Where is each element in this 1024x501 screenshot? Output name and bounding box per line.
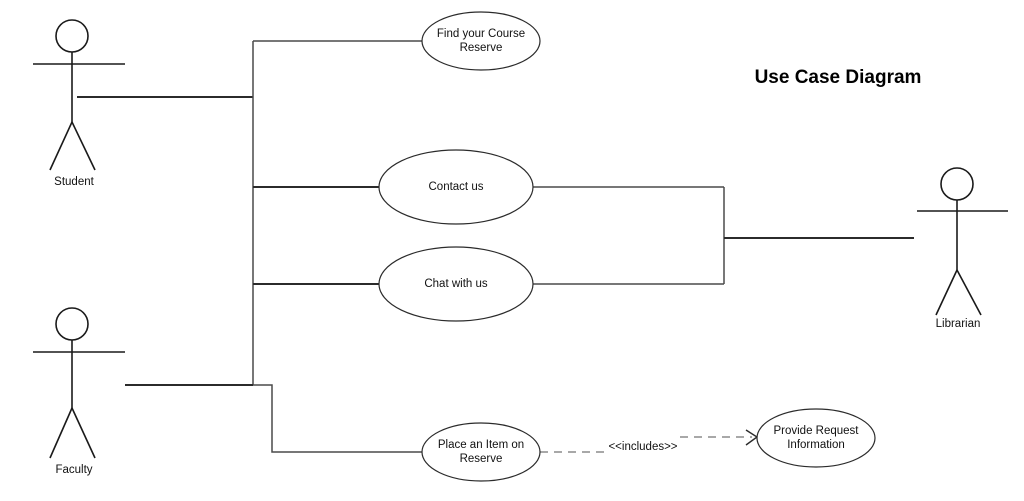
actor-leg-left-librarian (935, 269, 958, 316)
actor-label-faculty: Faculty (55, 464, 92, 476)
actor-head-icon-faculty (55, 307, 89, 341)
use-case-ellipse-place-item-on-reserve (421, 422, 541, 482)
use-case-label-provide-request-information: Information (787, 439, 845, 451)
actor-leg-right-librarian (956, 269, 982, 316)
use-case-ellipse-find-course-reserve (421, 11, 541, 71)
use-case-place-item-on-reserve[interactable]: Place an Item on Reserve (421, 422, 541, 482)
use-case-label-provide-request-information: Provide Request (773, 425, 859, 437)
diagram-title: Use Case Diagram (755, 67, 922, 88)
actor-head-icon-student (55, 19, 89, 53)
use-case-contact-us[interactable]: Contact us (378, 149, 534, 225)
actor-label-librarian: Librarian (936, 318, 981, 330)
use-case-label-place-item-on-reserve: Reserve (460, 453, 503, 465)
actor-librarian[interactable]: Librarian (917, 167, 1008, 330)
actor-label-student: Student (54, 176, 94, 188)
use-case-label-contact-us: Contact us (429, 181, 484, 193)
include-stereotype-label: <<includes>> (608, 441, 677, 453)
use-case-chat-with-us[interactable]: Chat with us (378, 246, 534, 322)
actor-leg-right-student (71, 121, 96, 171)
association-faculty-branch-to-place-item (253, 384, 423, 453)
actor-student[interactable]: Student (33, 19, 125, 188)
actor-leg-left-student (49, 121, 73, 171)
actor-faculty[interactable]: Faculty (33, 307, 125, 476)
use-case-ellipse-chat-with-us (378, 246, 534, 322)
use-case-label-find-course-reserve: Reserve (460, 42, 503, 54)
actor-leg-right-faculty (71, 407, 96, 459)
use-case-label-find-course-reserve: Find your Course (437, 28, 525, 40)
association-lines-group (77, 40, 914, 453)
use-case-label-place-item-on-reserve: Place an Item on (438, 439, 524, 451)
actor-leg-left-faculty (49, 407, 73, 459)
use-case-label-chat-with-us: Chat with us (424, 278, 488, 290)
actor-head-icon-librarian (940, 167, 974, 201)
use-case-ellipse-contact-us (378, 149, 534, 225)
use-case-ellipse-provide-request-information (756, 408, 876, 468)
include-relationship-group: <<includes>> (540, 429, 759, 453)
